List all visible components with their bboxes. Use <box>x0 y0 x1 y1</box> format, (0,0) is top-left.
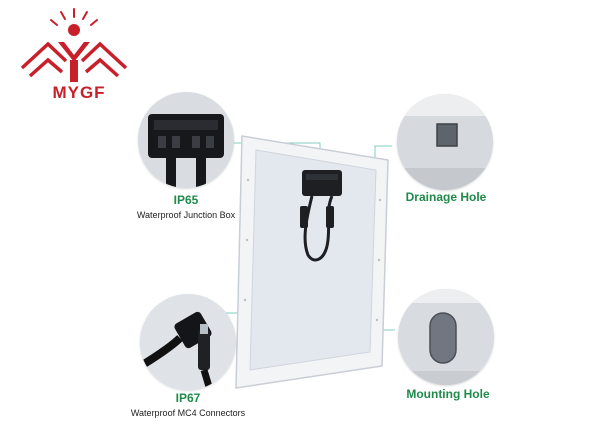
feature-title-drainage-hole: Drainage Hole <box>405 190 487 204</box>
brand-name: MYGF <box>52 83 106 102</box>
mounting-hole-circle <box>398 289 494 385</box>
feature-title-ip67: IP67 <box>175 391 201 405</box>
feature-title-ip65: IP65 <box>173 193 199 207</box>
mc4-connector-circle <box>140 294 236 390</box>
junction-box-icon <box>138 92 234 188</box>
brand-logo <box>20 8 128 82</box>
feature-subtitle-mc4-connectors: Waterproof MC4 Connectors <box>130 408 246 418</box>
drainage-hole-icon <box>397 94 493 190</box>
junction-box-circle <box>138 92 234 188</box>
mounting-hole-icon <box>398 289 494 385</box>
mc4-connector-icon <box>140 294 236 390</box>
solar-panel-back <box>235 135 389 389</box>
drainage-hole-circle <box>397 94 493 190</box>
feature-title-mounting-hole: Mounting Hole <box>406 387 490 401</box>
feature-subtitle-junction-box: Waterproof Junction Box <box>136 210 236 220</box>
